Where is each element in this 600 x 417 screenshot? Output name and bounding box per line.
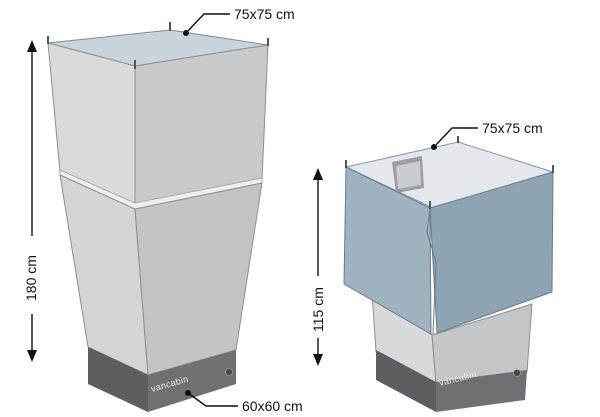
short-unit-base [376, 350, 436, 412]
tall-top-size-label: 75x75 cm [234, 6, 295, 22]
short-unit-right-face [431, 303, 533, 385]
tall-base-size-label: 60x60 cm [242, 398, 303, 414]
short-height-label: 115 cm [310, 287, 326, 332]
short-top-size-label: 75x75 cm [482, 120, 543, 136]
tall-unit-base [88, 347, 148, 412]
tall-height-callout: 180 cm [23, 40, 39, 362]
short-unit: vancabin [343, 136, 555, 412]
tall-height-label: 180 cm [23, 255, 39, 301]
short-unit-left-flap [343, 166, 432, 335]
short-height-callout: 115 cm [310, 168, 326, 366]
tall-top-size-callout: 75x75 cm [183, 6, 295, 36]
short-top-size-callout: 75x75 cm [431, 120, 543, 150]
tall-unit: vancabin [47, 22, 269, 412]
tall-base-size-callout: 60x60 cm [185, 390, 303, 414]
